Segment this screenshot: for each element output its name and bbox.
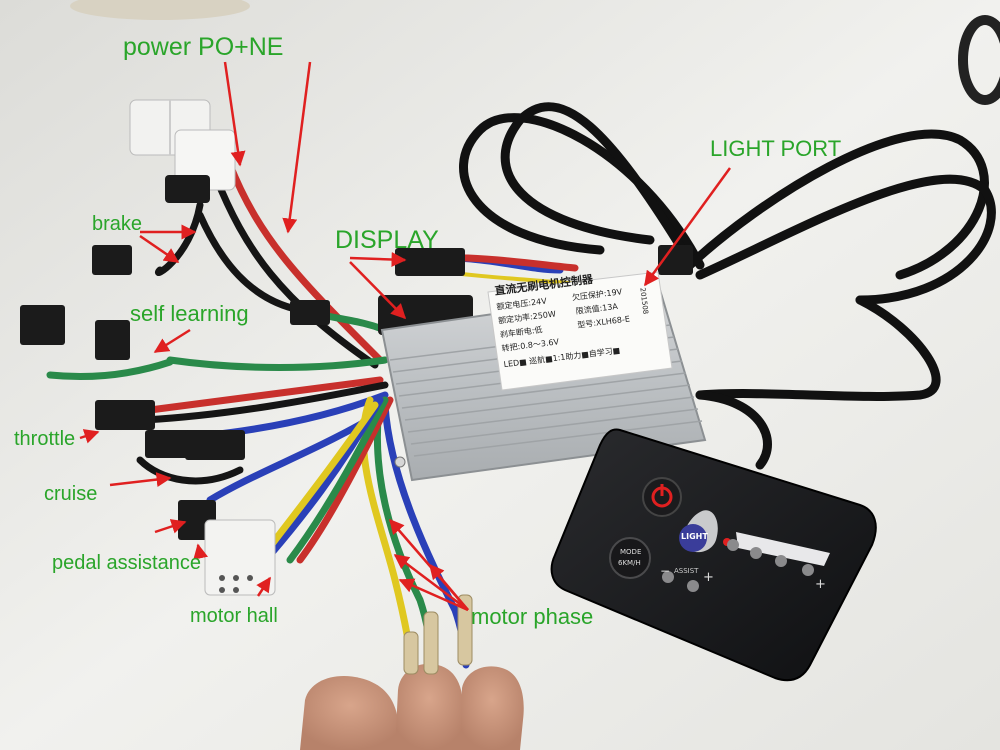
- label-pedal-assistance: pedal assistance: [52, 552, 201, 574]
- label-display: DISPLAY: [335, 226, 439, 254]
- assist-minus: −: [660, 564, 671, 578]
- label-brake: brake: [92, 213, 143, 235]
- assist-plus: +: [703, 570, 714, 585]
- power-button[interactable]: [642, 477, 682, 517]
- level-leds: [662, 538, 814, 592]
- spec-undervoltage: 欠压保护:19V: [571, 287, 623, 303]
- spec-throttle-range: 转把:0.8～3.6V: [501, 337, 560, 354]
- mode-button[interactable]: [609, 537, 651, 579]
- spec-date-code: 201508: [638, 287, 650, 315]
- label-light-port: LIGHT PORT: [710, 136, 842, 161]
- background-ring: [958, 15, 1000, 105]
- level-bar: [736, 532, 830, 566]
- background-object: [70, 0, 250, 20]
- label-cruise: cruise: [44, 483, 98, 505]
- light-button-center: [679, 524, 707, 552]
- spec-rated-voltage: 额定电压:24V: [496, 296, 548, 312]
- label-motor-phase: motor phase: [471, 604, 594, 629]
- hand: [300, 663, 524, 750]
- spec-model: 型号:XLH68-E: [576, 314, 631, 330]
- display-panel: [550, 428, 877, 682]
- wire-bundle: [46, 161, 632, 669]
- spec-brake-level: 刹车断电:低: [499, 325, 543, 340]
- wire-terminals: [403, 594, 473, 675]
- motor-hall-connector: [204, 519, 276, 596]
- level-plus: +: [815, 577, 826, 592]
- mode-label: MODE: [620, 548, 642, 556]
- label-self-learning: self learning: [130, 301, 249, 326]
- spec-rated-power: 额定功率:250W: [497, 309, 557, 326]
- label-throttle: throttle: [14, 428, 76, 450]
- light-button-label: LIGHT: [681, 532, 708, 541]
- speed-label: 6KM/H: [618, 559, 641, 567]
- annotation-arrows: [79, 61, 732, 612]
- label-power: power PO+NE: [123, 33, 284, 61]
- label-motor-hall: motor hall: [190, 605, 278, 627]
- black-connectors: [20, 175, 693, 540]
- assist-label: ASSIST: [674, 567, 699, 575]
- display-cable: [459, 102, 996, 470]
- spec-current-limit: 限流值:13A: [575, 301, 619, 316]
